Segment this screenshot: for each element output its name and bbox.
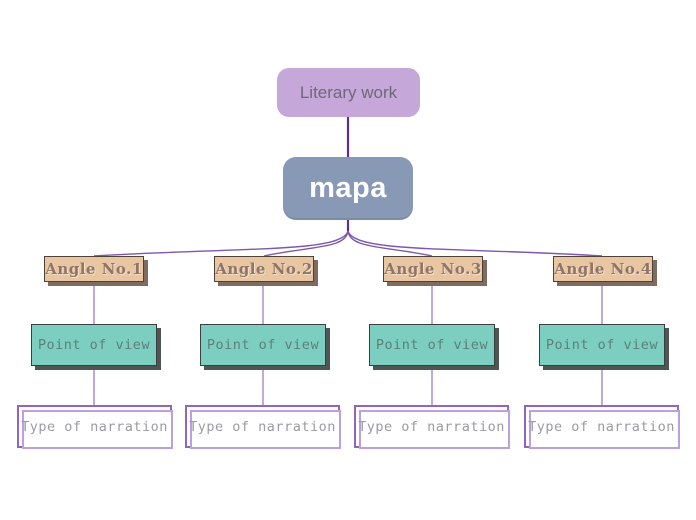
node-point-of-view-3-label: Point of view	[375, 337, 489, 353]
node-type-of-narration-3[interactable]: Type of narration	[354, 405, 510, 449]
node-type-of-narration-2[interactable]: Type of narration	[185, 405, 341, 449]
node-type-of-narration-4[interactable]: Type of narration	[524, 405, 680, 449]
node-angle-1-label: Angle No.1	[45, 260, 143, 278]
node-type-of-narration-3-label: Type of narration	[358, 418, 505, 435]
edge-center-angle-1	[93, 230, 349, 257]
node-point-of-view-2-label: Point of view	[206, 337, 320, 353]
node-angle-1[interactable]: Angle No.1	[44, 256, 144, 282]
node-point-of-view-2[interactable]: Point of view	[200, 324, 326, 366]
node-angle-4[interactable]: Angle No.4	[553, 256, 653, 282]
node-angle-3-label: Angle No.3	[384, 260, 482, 278]
node-angle-2-label: Angle No.2	[215, 260, 313, 278]
node-literary-work-label: Literary work	[299, 82, 398, 102]
node-point-of-view-1-label: Point of view	[37, 337, 151, 353]
node-angle-3[interactable]: Angle No.3	[383, 256, 483, 282]
node-type-of-narration-4-label: Type of narration	[528, 418, 675, 435]
node-point-of-view-1[interactable]: Point of view	[31, 324, 157, 366]
node-type-of-narration-1-label: Type of narration	[21, 418, 168, 435]
edge-center-angle-2	[263, 230, 349, 257]
node-type-of-narration-1[interactable]: Type of narration	[17, 405, 173, 449]
node-angle-4-label: Angle No.4	[554, 260, 652, 278]
node-mapa-label: mapa	[309, 172, 387, 204]
node-point-of-view-4-label: Point of view	[545, 337, 659, 353]
node-point-of-view-4[interactable]: Point of view	[539, 324, 665, 366]
node-literary-work[interactable]: Literary work	[277, 68, 420, 117]
node-angle-2[interactable]: Angle No.2	[214, 256, 314, 282]
edge-center-angle-4	[347, 230, 603, 257]
edge-center-angle-3	[347, 230, 433, 257]
node-type-of-narration-2-label: Type of narration	[189, 418, 336, 435]
node-point-of-view-3[interactable]: Point of view	[369, 324, 495, 366]
node-mapa[interactable]: mapa	[283, 157, 413, 220]
